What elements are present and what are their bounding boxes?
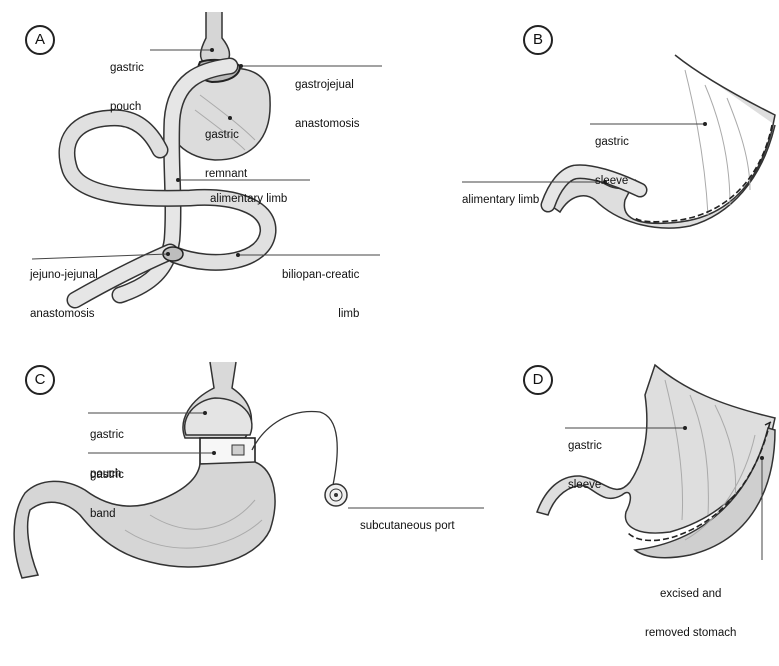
label-gastric-pouch-a: gastric pouch [110,36,144,140]
label-line: band [90,508,124,521]
label-gastrojejunal-anastomosis: gastrojejual anastomosis [295,53,360,157]
panel-b: B gastric sleeve alimentary limb [390,0,779,300]
panel-b-illustration [390,0,779,300]
label-line: gastric [90,429,124,442]
panel-c-badge: C [25,365,55,395]
label-line: sleeve [595,175,629,188]
esophagus-shape [201,12,230,64]
panel-a: A gastric pouch gastrojejual anastomosis… [0,0,390,300]
label-line: alimentary limb [462,194,539,207]
label-line: jejuno-jejunal [30,269,98,282]
label-line: gastric [110,62,144,75]
stomach-c-shape [14,462,275,578]
label-line: removed stomach [645,627,736,640]
panel-d: D gastric sleeve excised and removed sto… [390,300,779,590]
label-gastric-sleeve-d: gastric sleeve [568,414,602,518]
label-line: gastrojejual [295,79,360,92]
panel-c-illustration [0,300,390,590]
label-alimentary-limb-b: alimentary limb [462,168,539,233]
label-line: sleeve [568,479,602,492]
label-line: gastric [205,129,247,142]
panel-b-badge: B [523,25,553,55]
label-alimentary-limb-a: alimentary limb [210,167,287,232]
label-line: pouch [110,101,144,114]
label-line: gastric [568,440,602,453]
label-line: gastric [595,136,629,149]
panel-a-badge: A [25,25,55,55]
label-line: anastomosis [295,118,360,131]
gastric-band-shape [200,438,255,464]
gastric-sleeve-shape [550,55,775,228]
label-excised-stomach: excised and removed stomach [645,562,736,666]
label-line: gastric [90,469,124,482]
label-line: biliopan-creatic [282,269,359,282]
label-gastric-sleeve-b: gastric sleeve [595,110,629,214]
panel-d-badge: D [523,365,553,395]
label-gastric-band: gastric band [90,443,124,547]
panel-c: C gastric pouch gastric band subcutaneou… [0,300,390,590]
label-line: alimentary limb [210,193,287,206]
